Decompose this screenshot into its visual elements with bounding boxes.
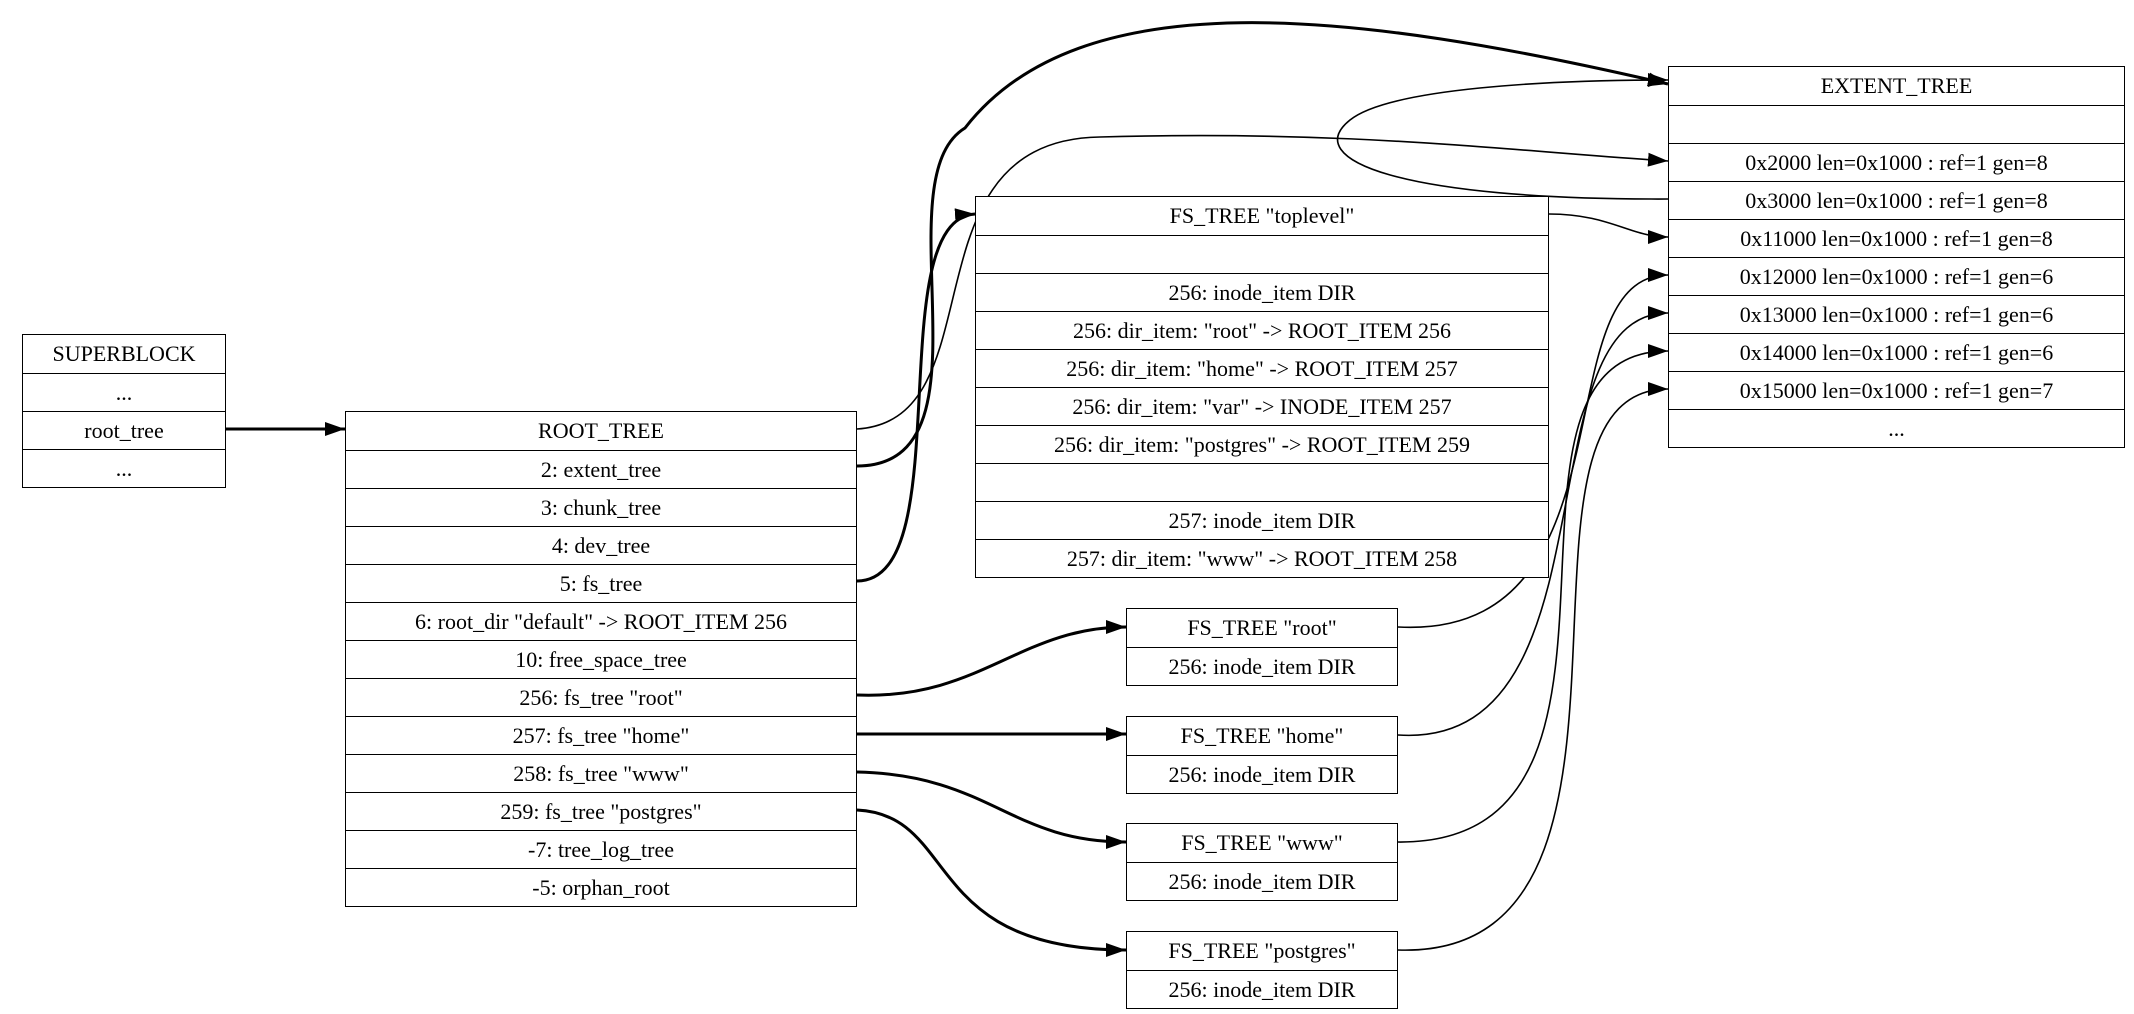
extent-tree-row: 0x2000 len=0x1000 : ref=1 gen=8 <box>1669 143 2124 181</box>
fs-toplevel-title: FS_TREE "toplevel" <box>1169 203 1355 228</box>
superblock-title: SUPERBLOCK <box>52 341 196 366</box>
extent-tree-row: ... <box>1669 409 2124 447</box>
fs-toplevel-row: 257: inode_item DIR <box>976 501 1548 539</box>
fs-toplevel-row: 256: dir_item: "root" -> ROOT_ITEM 256 <box>976 311 1548 349</box>
superblock-row: ... <box>23 449 225 487</box>
root-tree-row: 259: fs_tree "postgres" <box>346 792 856 830</box>
fs-postgres-row: 256: inode_item DIR <box>1127 970 1397 1008</box>
superblock-node: SUPERBLOCK ... root_tree ... <box>22 334 226 488</box>
extent-tree-row: 0x11000 len=0x1000 : ref=1 gen=8 <box>1669 219 2124 257</box>
extent-tree-row: 0x3000 len=0x1000 : ref=1 gen=8 <box>1669 181 2124 219</box>
fs-tree-postgres-node: FS_TREE "postgres" 256: inode_item DIR <box>1126 931 1398 1009</box>
fs-toplevel-row: 257: dir_item: "www" -> ROOT_ITEM 258 <box>976 539 1548 577</box>
edge-fs-tree-root-to-fs-root <box>856 620 1127 697</box>
fs-www-row: 256: inode_item DIR <box>1127 862 1397 900</box>
fs-toplevel-row: 256: dir_item: "var" -> INODE_ITEM 257 <box>976 387 1548 425</box>
root-tree-row: 256: fs_tree "root" <box>346 678 856 716</box>
fs-tree-home-node: FS_TREE "home" 256: inode_item DIR <box>1126 716 1398 794</box>
root-tree-row: 10: free_space_tree <box>346 640 856 678</box>
root-tree-row: 4: dev_tree <box>346 526 856 564</box>
fs-toplevel-row: 256: dir_item: "home" -> ROOT_ITEM 257 <box>976 349 1548 387</box>
edge-fs-postgres-to-extent-0x15000 <box>1397 382 1669 951</box>
fs-toplevel-row: 256: dir_item: "postgres" -> ROOT_ITEM 2… <box>976 425 1548 463</box>
fs-tree-www-node: FS_TREE "www" 256: inode_item DIR <box>1126 823 1398 901</box>
root-tree-row: 258: fs_tree "www" <box>346 754 856 792</box>
root-tree-row: 5: fs_tree <box>346 564 856 602</box>
fs-root-title: FS_TREE "root" <box>1187 615 1337 640</box>
extent-tree-row: 0x13000 len=0x1000 : ref=1 gen=6 <box>1669 295 2124 333</box>
edge-fs-www-to-extent-0x14000 <box>1397 344 1669 843</box>
extent-tree-title: EXTENT_TREE <box>1820 73 1973 98</box>
root-tree-row: 6: root_dir "default" -> ROOT_ITEM 256 <box>346 602 856 640</box>
extent-tree-row: 0x14000 len=0x1000 : ref=1 gen=6 <box>1669 333 2124 371</box>
root-tree-row: -7: tree_log_tree <box>346 830 856 868</box>
fs-toplevel-row <box>976 235 1548 273</box>
fs-home-title: FS_TREE "home" <box>1180 723 1344 748</box>
fs-www-title: FS_TREE "www" <box>1181 830 1343 855</box>
fs-toplevel-row <box>976 463 1548 501</box>
edge-toplevel-to-extent-0x11000 <box>1548 213 1669 244</box>
edge-root-tree-to-extent-0x2000 <box>856 134 1669 430</box>
edge-extent-0x3000-to-extent-tree <box>1337 73 1669 200</box>
extent-tree-row: 0x12000 len=0x1000 : ref=1 gen=6 <box>1669 257 2124 295</box>
root-tree-node: ROOT_TREE 2: extent_tree 3: chunk_tree 4… <box>345 411 857 907</box>
superblock-row: ... <box>23 373 225 411</box>
fs-tree-toplevel-node: FS_TREE "toplevel" 256: inode_item DIR 2… <box>975 196 1549 578</box>
fs-toplevel-row: 256: inode_item DIR <box>976 273 1548 311</box>
root-tree-row: 257: fs_tree "home" <box>346 716 856 754</box>
root-tree-row: -5: orphan_root <box>346 868 856 906</box>
edge-fs-tree-to-toplevel <box>856 208 976 583</box>
root-tree-title: ROOT_TREE <box>538 418 664 443</box>
extent-tree-node: EXTENT_TREE 0x2000 len=0x1000 : ref=1 ge… <box>1668 66 2125 448</box>
root-tree-row: 3: chunk_tree <box>346 488 856 526</box>
fs-tree-root-node: FS_TREE "root" 256: inode_item DIR <box>1126 608 1398 686</box>
root-tree-row: 2: extent_tree <box>346 450 856 488</box>
fs-root-row: 256: inode_item DIR <box>1127 647 1397 685</box>
extent-tree-row <box>1669 105 2124 143</box>
fs-home-row: 256: inode_item DIR <box>1127 755 1397 793</box>
edge-fs-tree-postgres-to-fs-postgres <box>856 808 1127 957</box>
edge-fs-home-to-extent-0x13000 <box>1397 306 1669 736</box>
edge-extent-tree-to-extent-tree-node <box>856 21 1669 468</box>
edge-fs-tree-www-to-fs-www <box>856 770 1127 849</box>
superblock-row-root-tree: root_tree <box>23 411 225 449</box>
fs-postgres-title: FS_TREE "postgres" <box>1168 938 1356 963</box>
extent-tree-row: 0x15000 len=0x1000 : ref=1 gen=7 <box>1669 371 2124 409</box>
